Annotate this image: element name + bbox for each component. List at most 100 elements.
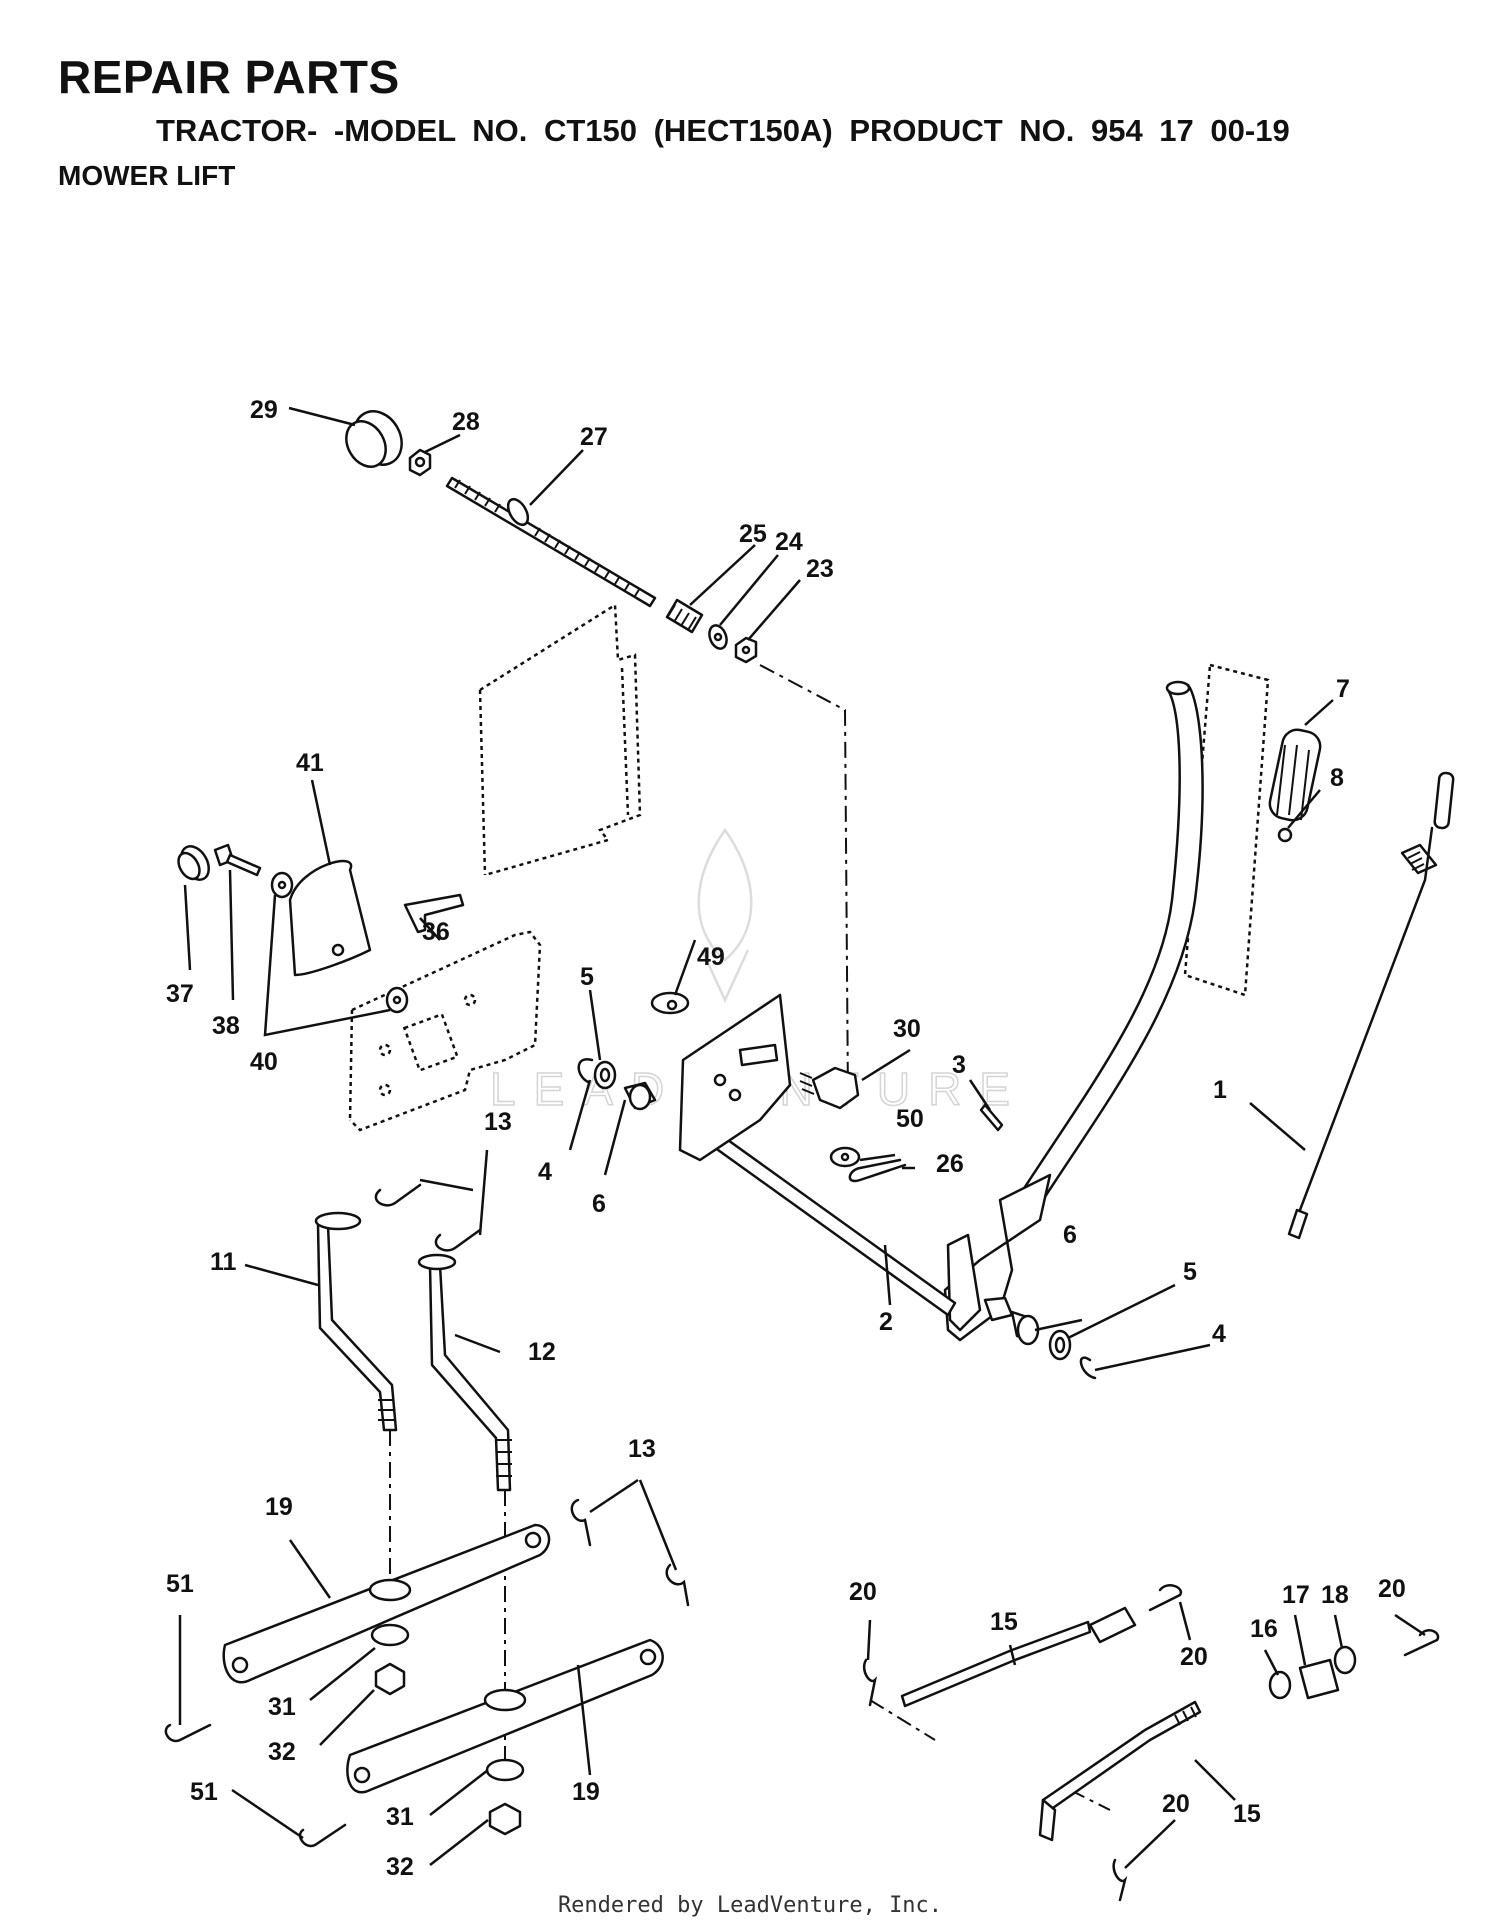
frame-plate-outline [478,602,642,877]
part-16-nut [1268,1670,1292,1700]
part-15-rod-lower [1038,1700,1202,1842]
part-31-32-lower [485,1758,525,1836]
callout-20-d: 20 [1162,1790,1190,1818]
callout-6-right: 6 [1063,1221,1077,1249]
part-36-clip [403,893,465,934]
part-23-nut [734,636,758,664]
part-50-washer [829,1146,861,1168]
part-30-adjuster [799,1066,860,1110]
part-41-cover [288,859,372,977]
callout-28: 28 [452,408,480,436]
callout-16: 16 [1250,1615,1278,1643]
callout-3: 3 [952,1051,966,1079]
callout-25: 25 [739,520,767,548]
callout-29: 29 [250,396,278,424]
callout-4-right: 4 [1212,1320,1226,1348]
part-8-clip [1277,827,1293,843]
centerline-15 [869,1699,936,1741]
callout-labels: 29 28 27 25 24 23 7 8 41 37 38 40 36 5 4… [166,396,1406,1881]
part-3-pin [979,1103,1004,1132]
part-29-knob [345,410,403,468]
part-13-hairpins-lower [570,1498,690,1607]
leader-lines [178,406,1426,1869]
part-19-lift-arm-upper [222,1523,551,1684]
part-15-rod-upper [900,1606,1137,1708]
part-6-bushing-left [623,1081,657,1111]
callout-12: 12 [528,1338,556,1366]
callout-30: 30 [893,1015,921,1043]
callout-2: 2 [879,1308,893,1336]
callout-32-lower: 32 [386,1853,414,1881]
callout-24: 24 [775,528,803,556]
part-40-washers [270,871,409,1014]
callout-51-lower: 51 [190,1778,218,1806]
model-subtitle: TRACTOR- -MODEL NO. CT150 (HECT150A) PRO… [156,113,1290,148]
part-12-lift-link [417,1253,512,1492]
callout-17: 17 [1282,1581,1310,1609]
callout-13-upper: 13 [484,1108,512,1136]
part-37-cap [177,845,210,881]
frame-bracket-outline [348,930,542,1132]
callout-36: 36 [422,918,450,946]
callout-15-upper: 15 [990,1608,1018,1636]
part-25-spring [665,598,704,634]
callout-37: 37 [166,980,194,1008]
part-28-nut [408,448,432,477]
centerline-15b [1069,1789,1111,1811]
callout-41: 41 [296,749,324,777]
footer-credit: Rendered by LeadVenture, Inc. [557,1893,943,1918]
callout-11: 11 [210,1248,237,1276]
part-19-lift-arm-lower [346,1638,664,1794]
callout-23: 23 [806,555,834,583]
callout-49: 49 [697,943,725,971]
section-title: MOWER LIFT [58,160,236,191]
callout-26: 26 [936,1150,964,1178]
assembly-centerline [759,664,849,1101]
callout-31-upper: 31 [268,1693,296,1721]
callout-1: 1 [1213,1076,1227,1104]
part-6-bushing-right [1010,1310,1040,1346]
callout-4-left: 4 [538,1158,552,1186]
callout-7: 7 [1336,675,1350,703]
part-7-handle-grip [1183,663,1322,997]
part-26-hairpin [848,1158,907,1183]
page-title: REPAIR PARTS [58,51,400,103]
part-4-ring-right [1079,1356,1097,1380]
part-17-block [1298,1658,1340,1700]
part-5-washer-right [1048,1329,1072,1361]
callout-20-b: 20 [1180,1643,1208,1671]
callout-13-lower: 13 [628,1435,656,1463]
callout-51-upper: 51 [166,1570,194,1598]
callout-19-lower: 19 [572,1778,600,1806]
callout-18: 18 [1321,1581,1349,1609]
part-1-lift-rod [1287,771,1455,1240]
part-31-32-upper [370,1623,410,1696]
callout-20-a: 20 [849,1578,877,1606]
callout-20-c: 20 [1378,1575,1406,1603]
part-38-bolt [213,843,262,877]
part-51-hairpins [164,1723,347,1848]
callout-5-right: 5 [1183,1258,1197,1286]
callout-19-upper: 19 [265,1493,293,1521]
callout-50: 50 [896,1105,924,1133]
part-24-washer [708,624,728,650]
callout-40: 40 [250,1048,278,1076]
part-11-lift-link [314,1211,398,1432]
callout-5-left: 5 [580,963,594,991]
callout-38: 38 [212,1012,240,1040]
callout-8: 8 [1330,764,1344,792]
part-2-lift-lever [691,680,1204,1342]
part-4-ring-left [577,1057,594,1084]
part-27-threaded-rod [445,476,657,608]
part-5-washer-left [593,1060,617,1090]
callout-32-upper: 32 [268,1738,296,1766]
callout-27: 27 [580,423,608,451]
part-18-nut [1333,1645,1357,1675]
part-20-hairpins [862,1584,1440,1902]
part-13-hairpins-upper [374,1183,482,1252]
callout-15-lower: 15 [1233,1800,1261,1828]
callout-6-left: 6 [592,1190,606,1218]
callout-31-lower: 31 [386,1803,414,1831]
part-49-lift-bracket [650,991,792,1162]
